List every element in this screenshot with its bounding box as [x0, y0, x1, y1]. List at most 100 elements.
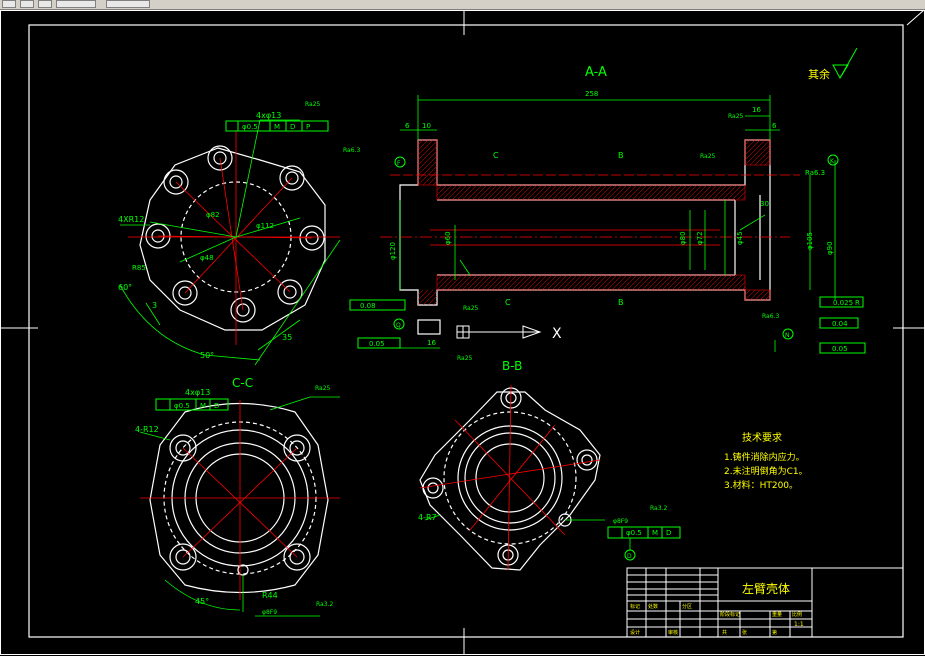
hatch-line — [476, 184, 493, 201]
hatch-line — [436, 184, 453, 201]
tol-pos: φ0.5 — [242, 123, 258, 131]
hatch-line — [666, 274, 683, 291]
hatch-line — [681, 274, 698, 291]
mark-b-top: B — [618, 151, 624, 160]
drawing-canvas[interactable]: 4xφ13 Ra25 4XR12 R85 φ112 φ82 φ48 60° 50… — [0, 10, 925, 656]
tech-req-item: 2.未注明倒角为C1。 — [724, 465, 808, 477]
dim-ra25-right: Ra25 — [728, 113, 744, 120]
tol-004: 0.04 — [832, 320, 848, 328]
hatch-line — [749, 289, 761, 301]
toolbar — [0, 0, 925, 10]
dim-phi82: φ82 — [206, 211, 220, 219]
hatch-line — [631, 184, 648, 201]
hatch-line — [417, 160, 438, 181]
axis-x-label: X — [552, 326, 562, 342]
hatch-line — [601, 184, 618, 201]
dim-phi120: φ120 — [389, 242, 397, 260]
hatch-line — [417, 289, 434, 306]
hatch-line — [476, 274, 493, 291]
hatch-line — [417, 150, 438, 171]
hatch-line — [541, 274, 558, 291]
dim-10: 10 — [422, 122, 431, 130]
dim-45deg: 45° — [195, 597, 209, 606]
mark-b-bottom: B — [618, 298, 624, 307]
hatch-line — [541, 184, 558, 201]
tol-datum-r: R — [855, 299, 860, 307]
hatch-line — [417, 155, 438, 176]
tol-pos-cc: φ0.5 — [174, 402, 190, 410]
toolbar-field[interactable] — [106, 0, 150, 8]
hatch-line — [506, 184, 523, 201]
tb-label: 比例 — [792, 611, 802, 618]
dim-ra63-left: Ra6.3 — [343, 147, 360, 154]
dim-phi90: φ90 — [826, 241, 834, 255]
hatch-line — [422, 290, 438, 306]
dim-6: 6 — [772, 122, 777, 130]
hatch-line — [696, 184, 713, 201]
hatch-line — [744, 139, 761, 156]
hatch-line — [417, 165, 438, 186]
tb-label: 共 — [722, 629, 727, 636]
hatch-line — [581, 184, 598, 201]
hatch-line — [422, 170, 438, 186]
hatch-line — [417, 140, 438, 161]
hatch-line — [546, 274, 563, 291]
hatch-line — [621, 184, 638, 201]
mark-c-top: C — [493, 151, 499, 160]
hatch-line — [749, 144, 771, 166]
dim-phi80: φ80 — [679, 231, 687, 245]
hatch-line — [521, 184, 538, 201]
hatch-line — [531, 274, 548, 291]
hatch-line — [516, 274, 533, 291]
dim-phi48: φ48 — [200, 254, 214, 262]
hatch-line — [456, 184, 473, 201]
datum-k: K — [830, 158, 835, 165]
hatch-line — [616, 184, 633, 201]
dim-r44: R44 — [262, 591, 278, 600]
mark-c-bottom: C — [505, 298, 511, 307]
hatch-line — [446, 184, 463, 201]
hatch-line — [451, 274, 468, 291]
dim-16-bottom: 16 — [427, 339, 436, 347]
tb-label: 标记 — [630, 603, 640, 610]
hatch-line — [436, 274, 443, 281]
section-view-cc: C-C — [135, 376, 340, 617]
hatch-line — [754, 149, 771, 166]
hatch-line — [681, 184, 698, 201]
hatch-line — [571, 184, 588, 201]
technical-requirements: 技术要求 1.铸件消除内应力。 2.未注明倒角为C1。 3.材料：HT200。 — [724, 431, 808, 491]
hatch-line — [417, 139, 434, 156]
save-icon[interactable] — [2, 0, 16, 8]
dim-258: 258 — [585, 90, 598, 98]
redo-icon[interactable] — [56, 0, 96, 8]
hatch-line — [626, 184, 643, 201]
hatch-line — [441, 274, 458, 291]
hatch-line — [436, 274, 453, 291]
hatch-line — [741, 286, 746, 291]
hatch-line — [471, 274, 488, 291]
tb-label: 分区 — [682, 603, 692, 610]
hatch-line — [417, 145, 438, 166]
hatch-line — [661, 274, 678, 291]
hatch-line — [611, 184, 628, 201]
hatch-line — [511, 184, 528, 201]
hatch-line — [536, 184, 553, 201]
tol-datum-m-cc: M — [200, 402, 206, 410]
hatch-line — [586, 184, 603, 201]
layer-icon[interactable] — [20, 0, 34, 8]
surface-rest: 其余 — [808, 47, 858, 81]
datum-n: N — [785, 332, 790, 339]
dim-phi72: φ72 — [696, 231, 704, 245]
hatch-line — [676, 274, 693, 291]
dim-30: 30 — [760, 200, 769, 208]
hatch-line — [686, 274, 703, 291]
hatch-line — [651, 184, 668, 201]
hatch-line — [601, 274, 618, 291]
undo-icon[interactable] — [38, 0, 52, 8]
dim-50deg: 50° — [200, 351, 214, 360]
hatch-line — [611, 274, 628, 291]
hatch-line — [561, 184, 578, 201]
hatch-line — [646, 184, 663, 201]
tech-req-item: 1.铸件消除内应力。 — [724, 451, 805, 463]
dim-phi8: φ8F9 — [262, 609, 277, 616]
